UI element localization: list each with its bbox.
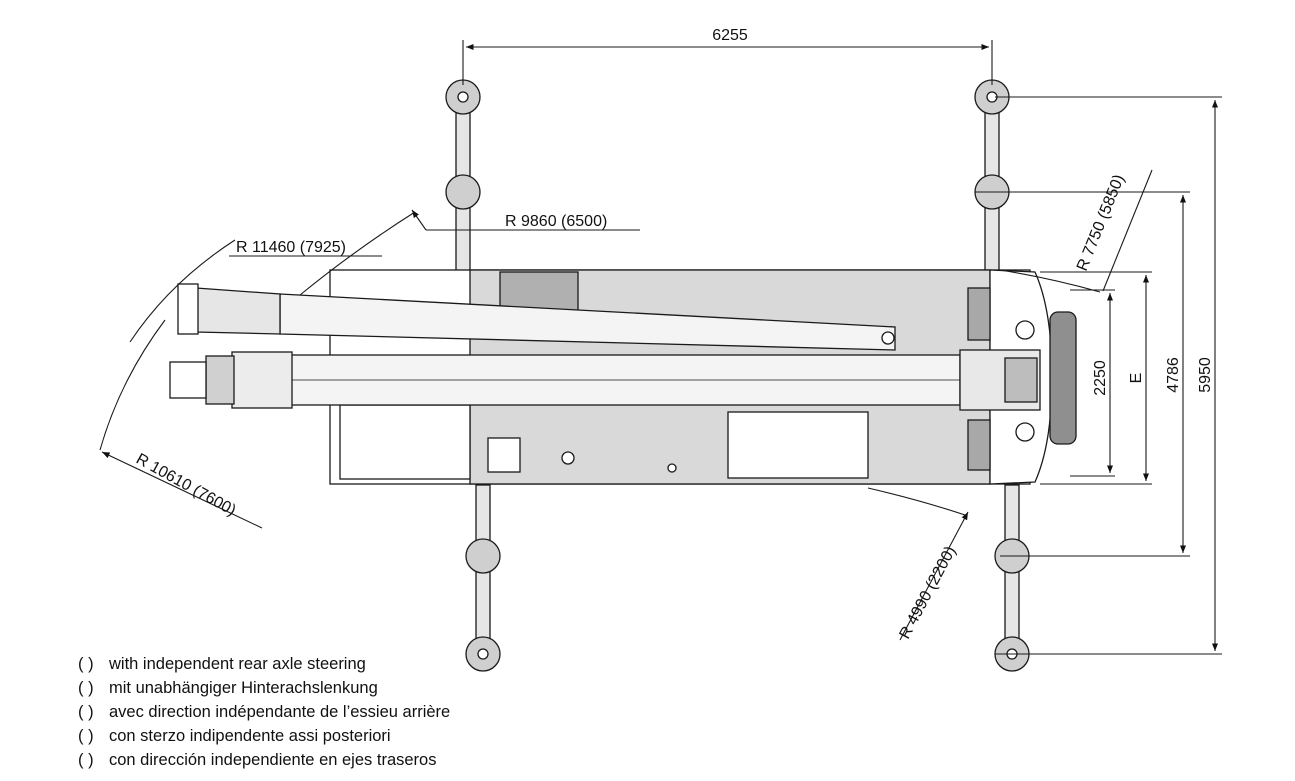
label-r4990: R 4990 (2200) [897,544,960,642]
legend-row: ( ) mit unabhängiger Hinterachslenkung [78,676,450,700]
legend-row: ( ) con sterzo indipendente assi posterio… [78,724,450,748]
label-r11460: R 11460 (7925) [236,239,346,256]
front-bumper [1049,311,1077,445]
legend-row: ( ) avec direction indépendante de l’essi… [78,700,450,724]
legend-text: avec direction indépendante de l’essieu … [109,703,451,721]
legend: ( ) with independent rear axle steering (… [78,652,450,772]
legend-row: ( ) con dirección independiente en ejes t… [78,748,450,772]
label-r9860: R 9860 (6500) [505,213,607,230]
legend-text: with independent rear axle steering [109,655,366,673]
arc-r11460 [129,239,236,343]
outrigger-pad-rear-left-1 [465,538,501,574]
label-track-width: 6255 [712,27,748,44]
dimension-track-width [462,40,993,85]
legend-marker: ( ) [78,703,94,721]
radius-leaders [101,169,1153,641]
arc-r10610 [99,319,166,451]
turning-arcs [99,211,1101,516]
legend-marker: ( ) [78,751,94,769]
arc-r7750 [999,269,1101,293]
outrigger-pad-front-left-2 [445,174,481,210]
boom [169,283,1041,411]
legend-marker: ( ) [78,679,94,697]
vertical-dimensions [975,96,1222,655]
label-2250: 2250 [1092,360,1109,396]
legend-marker: ( ) [78,655,94,673]
arc-r9860 [299,211,416,296]
legend-text: con dirección independiente en ejes tras… [109,751,437,769]
arc-r4990 [867,487,966,516]
label-r10610: R 10610 (7600) [133,451,238,520]
legend-text: con sterzo indipendente assi posteriori [109,727,391,745]
legend-row: ( ) with independent rear axle steering [78,652,450,676]
label-5950: 5950 [1197,357,1214,393]
legend-marker: ( ) [78,727,94,745]
label-4786: 4786 [1165,357,1182,393]
legend-text: mit unabhängiger Hinterachslenkung [109,679,378,697]
label-r7750: R 7750 (5850) [1074,172,1128,273]
label-E: E [1128,373,1145,384]
